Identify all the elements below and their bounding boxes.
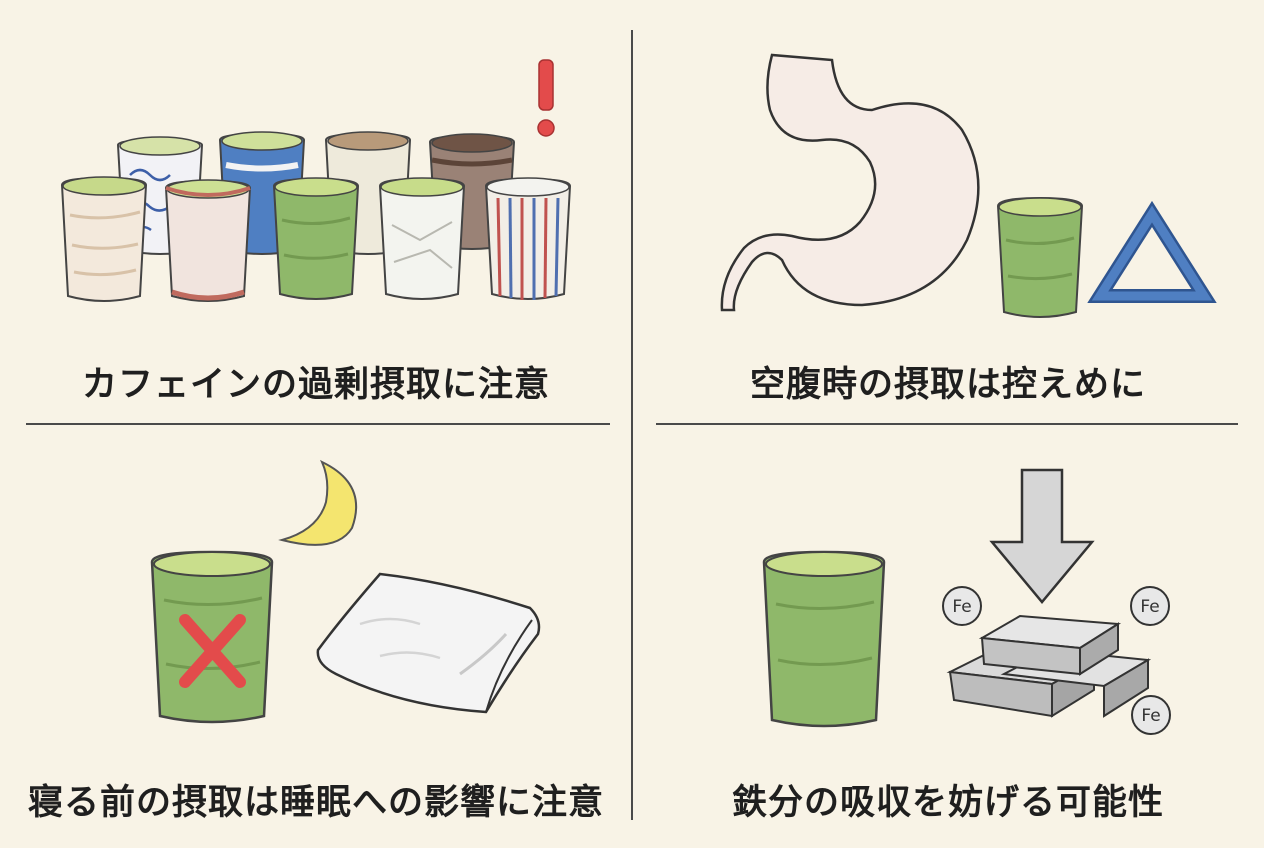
panel-iron-absorption: Fe Fe Fe 鉄分の吸収を妨げる可能性 (632, 424, 1264, 848)
moon-icon (278, 459, 358, 546)
iron-label: Fe (1141, 706, 1160, 726)
horizontal-divider-left (26, 423, 610, 425)
cup-green (272, 177, 360, 300)
cross-icon (179, 614, 246, 688)
cup-green (996, 196, 1084, 318)
exclamation-icon (537, 59, 555, 137)
cup-white-crinkled (378, 177, 466, 300)
panel-empty-stomach: 空腹時の摂取は控えめに (632, 0, 1264, 424)
iron-ingots (946, 614, 1152, 718)
bedtime-illustration (150, 459, 541, 724)
iron-atom-icon: Fe (1130, 586, 1170, 626)
panel-caption: カフェインの過剰摂取に注意 (81, 365, 550, 405)
panel-caption: 空腹時の摂取は控えめに (749, 365, 1146, 405)
panel-caption: 寝る前の摂取は睡眠への影響に注意 (27, 783, 604, 823)
cup-pink-rim (164, 179, 252, 302)
iron-atom-icon: Fe (942, 586, 982, 626)
iron-illustration: Fe Fe Fe (762, 468, 1171, 735)
panel-caffeine: カフェインの過剰摂取に注意 (0, 0, 632, 424)
cup-cream-textured (60, 176, 148, 302)
iron-label: Fe (1140, 597, 1159, 617)
stomach-icon (720, 53, 980, 312)
stomach-illustration (720, 53, 1217, 318)
iron-atom-icon: Fe (1131, 695, 1171, 735)
iron-label: Fe (952, 597, 971, 617)
panel-before-bed: 寝る前の摂取は睡眠への影響に注意 (0, 424, 632, 848)
vertical-divider (631, 30, 633, 820)
triangle-icon (1087, 200, 1217, 303)
cup-striped (484, 177, 572, 300)
cup-green (762, 550, 886, 728)
panel-caption: 鉄分の吸収を妨げる可能性 (731, 783, 1164, 823)
down-arrow-icon (989, 468, 1095, 604)
cup-green (150, 550, 274, 724)
caffeine-illustration (60, 59, 572, 302)
pillow-icon (316, 572, 541, 714)
horizontal-divider-right (656, 423, 1238, 425)
